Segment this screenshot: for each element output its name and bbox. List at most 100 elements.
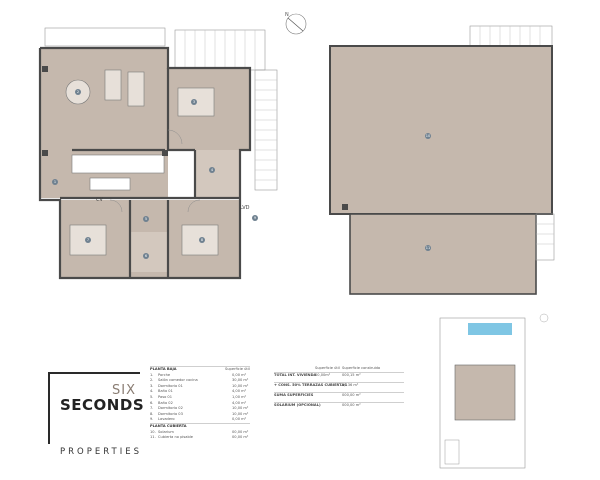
room-marker-4: 4 — [209, 167, 215, 173]
lvd-label: LVD — [240, 205, 250, 211]
totals-header-useful: Superficie útil — [315, 366, 340, 370]
table-row: 6. Baño 02 4,00 m² — [150, 401, 250, 407]
sofa — [127, 71, 145, 107]
plot-outline — [439, 317, 526, 469]
room-marker-1: 1 — [52, 179, 58, 185]
cell-n: 11. — [150, 435, 156, 440]
totals-row: SUMA SUPERFICIES 000,00 m² — [274, 392, 404, 402]
cv-label: CV — [96, 197, 103, 203]
cell-area: 0,00 m² — [232, 372, 247, 377]
cell-label: + CONS. 50% TERRAZAS CUBIERTAS — [274, 383, 347, 387]
table-row: 8. Dormitorio 03 10,00 m² — [150, 412, 250, 418]
logo-frame — [48, 372, 140, 444]
double-bed-1 — [177, 87, 215, 117]
site-plan — [439, 313, 549, 469]
terrace-outline-top — [44, 27, 166, 47]
cell-name: Dormitorio 03 — [158, 411, 183, 416]
table-row: 2. Salón comedor cocina 30,00 m² — [150, 378, 250, 384]
cell-n: 7. — [150, 406, 154, 411]
cell-name: Cubierta no pisable — [158, 435, 193, 440]
cell-area: 10,00 m² — [232, 411, 249, 416]
cell-area: 0,00 m² — [232, 417, 247, 422]
room-marker-2: 2 — [75, 89, 81, 95]
pool — [468, 323, 512, 335]
cell-name: Baño 02 — [158, 400, 173, 405]
cell-n: 9. — [150, 417, 154, 422]
cell-v1: 00,00m² — [315, 373, 331, 377]
north-label: N — [285, 12, 289, 18]
cell-area: 10,00 m² — [232, 406, 249, 411]
cell-n: 10. — [150, 429, 156, 434]
roof-floor — [349, 213, 537, 295]
room-marker-10: 10 — [425, 133, 431, 139]
cell-n: 5. — [150, 394, 154, 399]
cell-n: 6. — [150, 400, 154, 405]
cell-v2: 000,15 m² — [342, 373, 361, 377]
table-row: 11.Cubierta no pisable 00,00 m² — [150, 435, 250, 441]
cell-name: Dormitorio 02 — [158, 406, 183, 411]
logo-properties: PROPERTIES — [60, 447, 142, 457]
room-marker-8: 8 — [199, 237, 205, 243]
cell-name: Lavadero — [158, 417, 175, 422]
cell-name: Salón comedor cocina — [158, 378, 198, 383]
cell-area: 10,00 m² — [232, 383, 249, 388]
cell-n: 4. — [150, 389, 154, 394]
pergola-grid — [174, 29, 266, 71]
section-roof-label: PLANTA CUBIERTA — [150, 423, 187, 428]
bath-2-floor — [130, 232, 168, 272]
table-row: 4. Baño 01 4,00 m² — [150, 389, 250, 395]
cell-v2: 3,136 m² — [342, 383, 359, 387]
table-row: 9. Lavadero 0,00 m² — [150, 417, 250, 423]
cell-label: SOLARIUM (OPCIONAL) — [274, 403, 321, 407]
cell-name: Dormitorio 01 — [158, 383, 183, 388]
table-row: 1. Porche 0,00 m² — [150, 373, 250, 379]
area-table-totals: Superficie útil Superficie construida TO… — [274, 366, 404, 412]
cell-area: 1,00 m² — [232, 394, 247, 399]
cell-area: 4,00 m² — [232, 400, 247, 405]
room-marker-5: 5 — [143, 216, 149, 222]
roof-plan — [329, 25, 555, 295]
ground-floor-plan — [38, 13, 307, 280]
cell-area: 4,00 m² — [232, 389, 247, 394]
room-marker-9: 9 — [252, 215, 258, 221]
cell-name: Baño 01 — [158, 389, 173, 394]
cell-name: Porche — [158, 372, 171, 377]
cell-v2: 000,00 m² — [342, 393, 361, 397]
house-footprint — [454, 364, 516, 421]
cell-area: 30,00 m² — [232, 378, 249, 383]
totals-header-built: Superficie construida — [342, 366, 381, 370]
kitchen-counter — [71, 154, 165, 174]
cell-name: Paso 01 — [158, 394, 172, 399]
cell-n: 2. — [150, 378, 154, 383]
living-room-floor — [40, 48, 168, 198]
room-marker-3: 3 — [191, 99, 197, 105]
solarium-floor — [329, 45, 553, 215]
logo-seconds: SECONDS — [60, 396, 145, 414]
room-marker-7: 7 — [85, 237, 91, 243]
kitchen-island — [89, 177, 131, 191]
north-arrow-circle — [285, 13, 307, 35]
room-marker-6: 6 — [143, 253, 149, 259]
parking — [444, 439, 460, 465]
room-marker-11: 11 — [425, 245, 431, 251]
roof-stairs — [535, 213, 555, 261]
cell-n: 3. — [150, 383, 154, 388]
totals-row: SOLARIUM (OPCIONAL)000,00 m² — [274, 402, 404, 412]
logo-six: SIX — [112, 383, 136, 398]
bath-1-floor — [195, 150, 240, 198]
section-ground-label: PLANTA BAJA — [150, 367, 177, 371]
table-row: 3. Dormitorio 01 10,00 m² — [150, 384, 250, 390]
cell-label: SUMA SUPERFICIES — [274, 393, 314, 397]
cell-name: Solarium — [158, 429, 174, 434]
cell-area: 00,00 m² — [232, 435, 249, 440]
cell-n: 8. — [150, 411, 154, 416]
armchair — [104, 69, 122, 101]
table-row: 7. Dormitorio 02 10,00 m² — [150, 406, 250, 412]
area-table-ground: PLANTA BAJA Superficie útil 1. Porche 0,00… — [150, 366, 250, 441]
column-header-useful: Superficie útil — [225, 367, 250, 371]
cell-n: 1. — [150, 372, 154, 377]
